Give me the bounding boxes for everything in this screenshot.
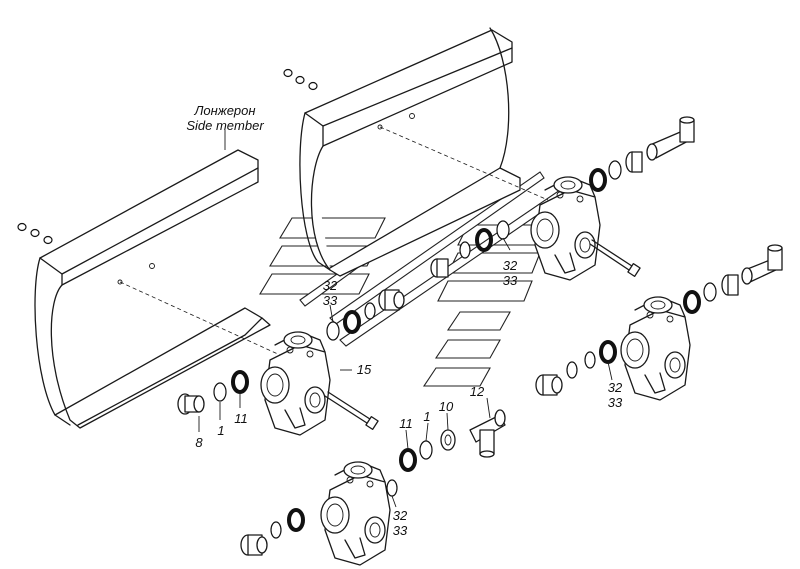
label-8: 8 [195,435,203,450]
tee-fitting-right [741,244,783,285]
nuts-washers-left [17,222,53,245]
fitting-left-mid [378,289,405,311]
washer-1-bottom [419,440,433,460]
washer-mid-right [703,282,717,302]
bolt-left [324,391,379,431]
washer-1-left [213,382,227,402]
label-11-left: 11 [234,411,248,426]
label-33-left: 33 [323,293,338,308]
washer-32-33-bottom [386,479,398,497]
dashed-centerlines [119,126,549,356]
label-33-center: 33 [503,273,518,288]
valve-bottom [320,461,391,566]
side-member-right [299,27,521,277]
label-32-right: 32 [608,380,623,395]
bolt-right [589,239,641,278]
fitting-top-right [625,151,643,173]
washer-bottom-left [270,521,282,539]
valve-left [260,331,331,436]
oring-top-right [589,168,607,192]
oring-11-bottom [399,448,417,472]
label-33-bottom: 33 [393,523,408,538]
label-12: 12 [470,384,485,399]
label-side-member-ru: Лонжерон [193,103,255,118]
tee-fitting-top [646,116,695,161]
oring-left-mid [343,310,361,334]
leader-lines [198,130,613,508]
label-32-center: 32 [503,258,518,273]
oring-right-low [599,340,617,364]
oring-bottom-left [287,508,305,532]
washer-right-low [566,361,578,379]
valve-mid-right [620,296,691,401]
oring-mid-right [683,290,701,314]
labels: Лонжерон Side member 8 1 11 32 33 15 32 … [186,103,623,538]
fitting-center [430,258,449,278]
nuts-washers-right [283,68,318,91]
washer-32-33-right [584,351,596,369]
side-member-left [34,149,271,429]
fitting-mid-right [721,274,739,296]
tee-fitting-12 [469,409,506,458]
valve-top-right [530,176,601,281]
label-10: 10 [439,399,454,414]
label-1-bottom: 1 [423,409,430,424]
label-33-right: 33 [608,395,623,410]
label-32-left: 32 [323,278,338,293]
fitting-right-low [535,374,563,396]
oring-11-left [231,370,249,394]
washer-top-right [608,160,622,180]
fitting-bottom-left [240,534,268,556]
label-32-bottom: 32 [393,508,408,523]
fitting-8-left [177,393,205,415]
label-15: 15 [357,362,372,377]
washer-32-33-center [496,220,510,240]
oring-center [475,228,493,252]
nut-10 [440,429,456,451]
label-11-bottom: 11 [399,416,413,431]
washer-left-mid [364,302,376,320]
label-1-left: 1 [217,423,224,438]
label-side-member-en: Side member [186,118,264,133]
washer-32-33-left [326,321,340,341]
washer-center [459,241,471,259]
